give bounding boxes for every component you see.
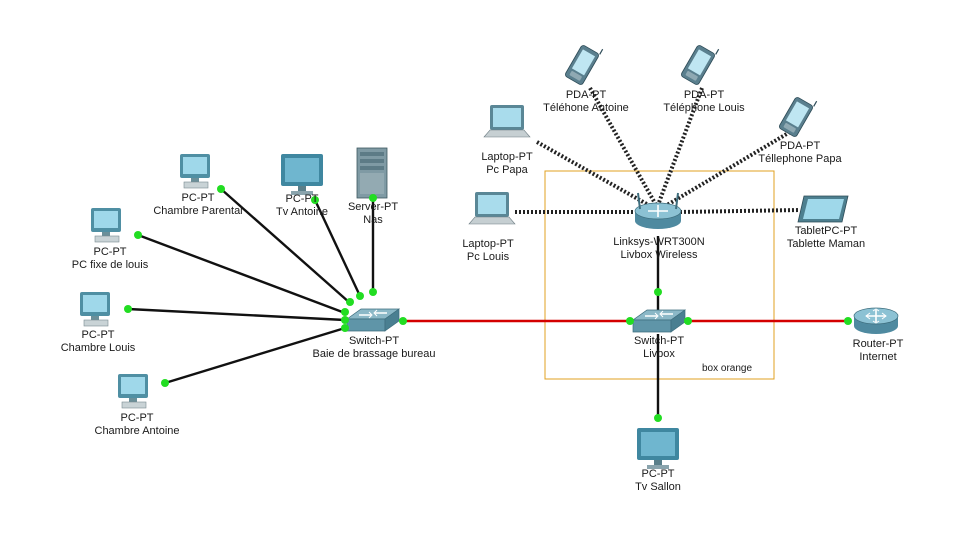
pc-fixe-de-louis[interactable] (90, 207, 122, 243)
wireless-links (515, 87, 801, 214)
label-tablet-maman-type: TabletPC-PT (795, 225, 858, 237)
link-dot (626, 317, 634, 325)
label-pda-antoine-type: PDA-PT (566, 89, 607, 101)
link-dot (654, 414, 662, 422)
label-tv-antoine-name: Tv Antoine (276, 206, 328, 218)
pda-telehone-antoine[interactable] (563, 38, 604, 87)
laptop-pc-papa[interactable] (483, 104, 531, 138)
label-switch-livbox-type: Switch-PT (634, 335, 684, 347)
pc-chambre-antoine[interactable] (117, 373, 149, 409)
link-dot (217, 185, 225, 193)
wireless-link-pda-papa (660, 130, 792, 210)
label-tv-sallon-name: Tv Sallon (635, 481, 681, 493)
link-status-dots (124, 185, 852, 422)
box-orange-label: box orange (702, 363, 752, 374)
label-pc-louis-fixe-name: PC fixe de louis (72, 259, 149, 271)
link-dot (341, 324, 349, 332)
label-switch-livbox-name: Livbox (643, 348, 675, 360)
label-pc-louis-fixe-type: PC-PT (94, 246, 127, 258)
link-pc-chambre-louis (127, 307, 346, 322)
label-pda-papa-name: Téllephone Papa (758, 153, 842, 165)
label-tv-antoine-type: PC-PT (286, 193, 319, 205)
link-dot (369, 288, 377, 296)
link-dot (311, 196, 319, 204)
link-dot (341, 316, 349, 324)
link-dot (124, 305, 132, 313)
pda-tellephone-papa[interactable] (777, 90, 818, 139)
link-dot (684, 317, 692, 325)
link-dot (399, 317, 407, 325)
label-pda-papa-type: PDA-PT (780, 140, 821, 152)
link-dot (341, 308, 349, 316)
label-pda-louis-type: PDA-PT (684, 89, 725, 101)
label-pc-chambre-antoine-name: Chambre Antoine (95, 425, 180, 437)
link-pc-chambre-antoine (164, 326, 346, 385)
laptop-pc-louis[interactable] (468, 191, 516, 225)
router-internet[interactable] (853, 307, 899, 335)
link-dot (356, 292, 364, 300)
switch-baie-de-brassage-bureau[interactable] (346, 308, 400, 332)
tablet-tablette-maman[interactable] (797, 195, 849, 223)
link-pc-parental (220, 188, 351, 304)
label-laptop-louis-type: Laptop-PT (462, 238, 514, 250)
server-nas[interactable] (356, 147, 388, 199)
box-orange-group (544, 170, 775, 380)
label-laptop-papa-name: Pc Papa (486, 164, 528, 176)
label-router-internet-type: Router-PT (853, 338, 904, 350)
ethernet-links (127, 188, 660, 418)
pc-chambre-louis[interactable] (79, 291, 111, 327)
wireless-link-laptop-papa (536, 140, 653, 209)
label-tablet-maman-name: Tablette Maman (787, 238, 865, 250)
label-laptop-louis-name: Pc Louis (467, 251, 510, 263)
label-tv-sallon-type: PC-PT (642, 468, 675, 480)
pc-chambre-parental[interactable] (179, 153, 211, 189)
label-router-internet-name: Internet (859, 351, 896, 363)
label-pc-chambre-louis-type: PC-PT (82, 329, 115, 341)
pc-tv-sallon[interactable] (637, 428, 679, 469)
label-pc-chambre-antoine-type: PC-PT (121, 412, 154, 424)
pda-telephone-louis[interactable] (679, 38, 720, 87)
pc-tv-antoine[interactable] (281, 154, 323, 195)
link-dot (654, 288, 662, 296)
label-pda-antoine-name: Téléhone Antoine (543, 102, 629, 114)
link-dot (134, 231, 142, 239)
label-laptop-papa-type: Laptop-PT (481, 151, 533, 163)
label-wrt300n-name: Livbox Wireless (620, 249, 698, 261)
label-pc-parental-type: PC-PT (182, 192, 215, 204)
label-pc-chambre-louis-name: Chambre Louis (61, 342, 136, 354)
label-wrt300n-type: Linksys-WRT300N (613, 236, 705, 248)
router-linksys-wrt300n[interactable] (634, 192, 682, 230)
label-pc-parental-name: Chambre Parental (153, 205, 242, 217)
link-pc-louis-fixe (137, 233, 346, 315)
label-switch-bureau-type: Switch-PT (349, 335, 399, 347)
label-switch-bureau-name: Baie de brassage bureau (313, 348, 436, 360)
switch-livbox[interactable] (632, 309, 686, 333)
link-dot (844, 317, 852, 325)
wireless-link-pda-louis (656, 87, 704, 206)
link-pc-tv-antoine (313, 199, 362, 297)
label-server-nas-type: Server-PT (348, 201, 398, 213)
link-dot (161, 379, 169, 387)
wireless-link-tablet-maman (679, 208, 801, 214)
link-dot (346, 298, 354, 306)
label-pda-louis-name: Téléphone Louis (663, 102, 745, 114)
label-server-nas-name: Nas (363, 214, 383, 226)
link-dot (369, 194, 377, 202)
